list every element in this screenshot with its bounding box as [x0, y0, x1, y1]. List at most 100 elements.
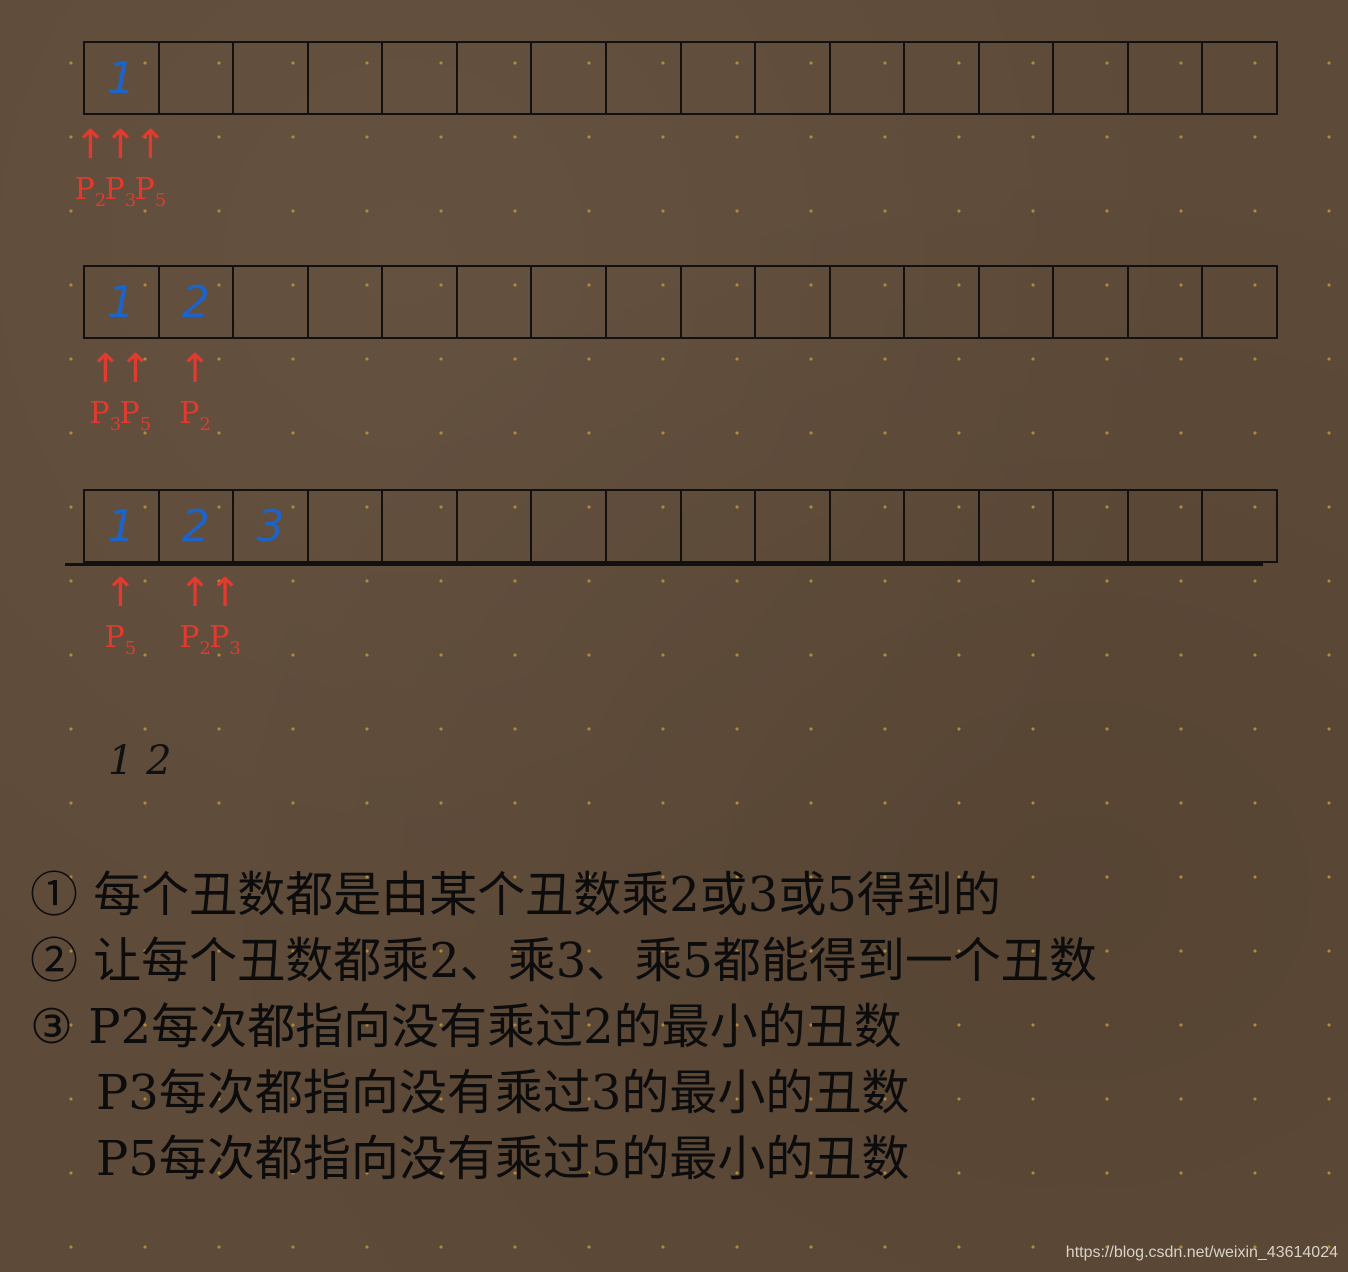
- pointer-label: P3: [105, 173, 137, 218]
- array-cell: [980, 43, 1055, 113]
- array-cell: [682, 267, 757, 337]
- array-cell: [831, 491, 906, 561]
- up-arrow-icon: ↑: [133, 122, 168, 168]
- pointer-subscript: 2: [94, 190, 107, 211]
- array-cell: [1129, 43, 1204, 113]
- up-arrow-icon: ↑: [73, 122, 108, 168]
- array-cell: [458, 491, 533, 561]
- row-3-baseline: [65, 563, 1263, 566]
- pointer-subscript: 3: [229, 638, 241, 659]
- note-1: ① 每个丑数都是由某个丑数乘2或3或5得到的: [30, 867, 1001, 923]
- array-cell: [1203, 491, 1276, 561]
- array-cell: [160, 43, 235, 113]
- pointer-label: P5: [120, 397, 152, 442]
- array-cell: [532, 491, 607, 561]
- note-3: ③ P2每次都指向没有乘过2的最小的丑数: [30, 999, 902, 1055]
- array-cell: [309, 267, 384, 337]
- pointer-letter: P: [119, 396, 140, 431]
- array-cell: [905, 491, 980, 561]
- note-2: ② 让每个丑数都乘2、乘3、乘5都能得到一个丑数: [30, 933, 1097, 989]
- pointer-p2: ↑ P2: [178, 346, 212, 442]
- array-cell: [1203, 43, 1276, 113]
- pointer-letter: P: [74, 172, 95, 207]
- pointer-letter: P: [134, 172, 155, 207]
- array-cell: [1129, 267, 1204, 337]
- up-arrow-icon: ↑: [178, 570, 212, 616]
- array-cell: [607, 491, 682, 561]
- explanation-notes: ① 每个丑数都是由某个丑数乘2或3或5得到的 ② 让每个丑数都乘2、乘3、乘5都…: [30, 862, 1097, 1192]
- pointer-subscript: 3: [109, 414, 122, 435]
- note-4: P3每次都指向没有乘过3的最小的丑数: [96, 1065, 910, 1121]
- up-arrow-icon: ↑: [88, 346, 123, 392]
- array-cell: [1054, 43, 1129, 113]
- up-arrow-icon: ↑: [103, 122, 138, 168]
- array-cell: [383, 43, 458, 113]
- array-cell: [532, 267, 607, 337]
- pointer-letter: P: [179, 620, 200, 655]
- pointer-p3: ↑ P3: [103, 122, 138, 218]
- up-arrow-icon: ↑: [103, 570, 138, 616]
- up-arrow-icon: ↑: [208, 570, 242, 616]
- array-cell: [458, 267, 533, 337]
- array-cell: [383, 267, 458, 337]
- array-cell: [831, 267, 906, 337]
- pointer-label: P3: [209, 621, 241, 666]
- array-cell: [980, 267, 1055, 337]
- array-cell: [309, 491, 384, 561]
- array-cell: 1: [85, 43, 160, 113]
- array-cell: 1: [85, 267, 160, 337]
- array-cell: [682, 491, 757, 561]
- array-cell: [905, 267, 980, 337]
- note-5: P5每次都指向没有乘过5的最小的丑数: [96, 1131, 910, 1187]
- array-cell: [234, 43, 309, 113]
- pointer-letter: P: [209, 620, 230, 655]
- pointer-letter: P: [104, 172, 125, 207]
- pointer-p5: ↑ P5: [118, 346, 153, 442]
- pointer-letter: P: [89, 396, 110, 431]
- array-cell: [383, 491, 458, 561]
- array-cell: [682, 43, 757, 113]
- pointer-subscript: 5: [139, 414, 152, 435]
- watermark: https://blog.csdn.net/weixin_43614024: [1065, 1244, 1338, 1261]
- pointer-subscript: 5: [154, 190, 167, 211]
- array-cell: [756, 267, 831, 337]
- array-cell: 1: [85, 491, 160, 561]
- array-cell: [1203, 267, 1276, 337]
- array-cell: 2: [160, 267, 235, 337]
- array-cell: [532, 43, 607, 113]
- scratch-numbers: 1 2: [108, 738, 172, 784]
- array-cell: [458, 43, 533, 113]
- up-arrow-icon: ↑: [118, 346, 153, 392]
- array-cell: 3: [234, 491, 309, 561]
- pointer-p5: ↑ P5: [103, 570, 138, 666]
- array-cell: [905, 43, 980, 113]
- pointer-subscript: 2: [199, 414, 211, 435]
- pointer-p2: ↑ P2: [73, 122, 108, 218]
- array-cell: [1129, 491, 1204, 561]
- array-cell: [756, 491, 831, 561]
- array-cell: [831, 43, 906, 113]
- pointer-p3: ↑ P3: [208, 570, 242, 666]
- array-cell: 2: [160, 491, 235, 561]
- pointer-label: P5: [105, 621, 137, 666]
- up-arrow-icon: ↑: [178, 346, 212, 392]
- pointer-label: P5: [135, 173, 167, 218]
- pointer-label: P2: [75, 173, 107, 218]
- array-cell: [1054, 267, 1129, 337]
- array-cell: [1054, 491, 1129, 561]
- pointer-p5: ↑ P5: [133, 122, 168, 218]
- pointer-letter: P: [104, 620, 125, 655]
- array-cell: [607, 267, 682, 337]
- pointer-subscript: 2: [199, 638, 211, 659]
- pointer-label: P3: [90, 397, 122, 442]
- array-cell: [234, 267, 309, 337]
- pointer-p3: ↑ P3: [88, 346, 123, 442]
- array-cell: [980, 491, 1055, 561]
- pointer-letter: P: [179, 396, 200, 431]
- pointer-subscript: 5: [124, 638, 137, 659]
- array-cell: [309, 43, 384, 113]
- pointer-subscript: 3: [124, 190, 137, 211]
- array-cell: [607, 43, 682, 113]
